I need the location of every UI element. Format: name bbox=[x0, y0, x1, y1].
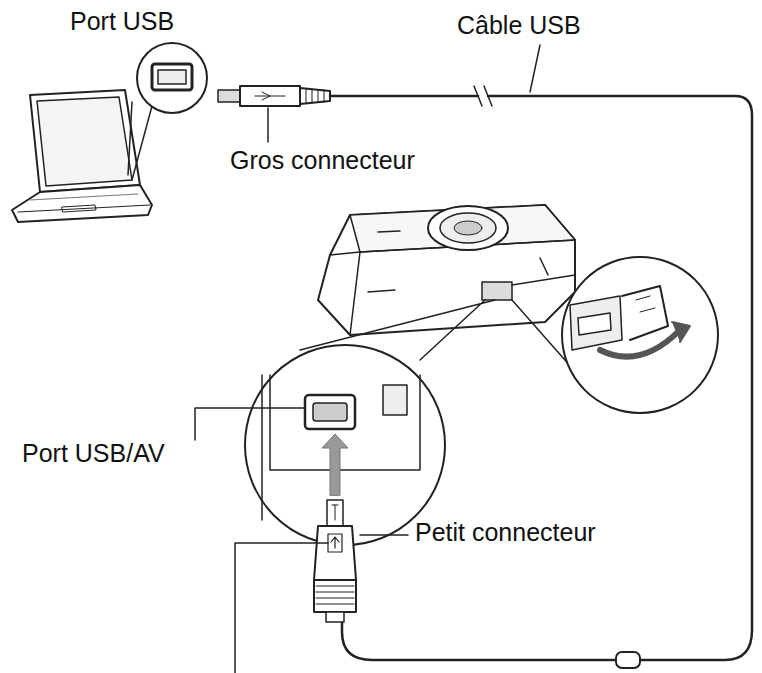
part-label: Gros connecteur bbox=[228, 147, 417, 175]
part-label: Port USB bbox=[68, 8, 176, 36]
part-label: Port USB/AV bbox=[20, 440, 167, 468]
part-label: Câble USB bbox=[455, 12, 583, 40]
part-label: Petit connecteur bbox=[413, 519, 598, 547]
